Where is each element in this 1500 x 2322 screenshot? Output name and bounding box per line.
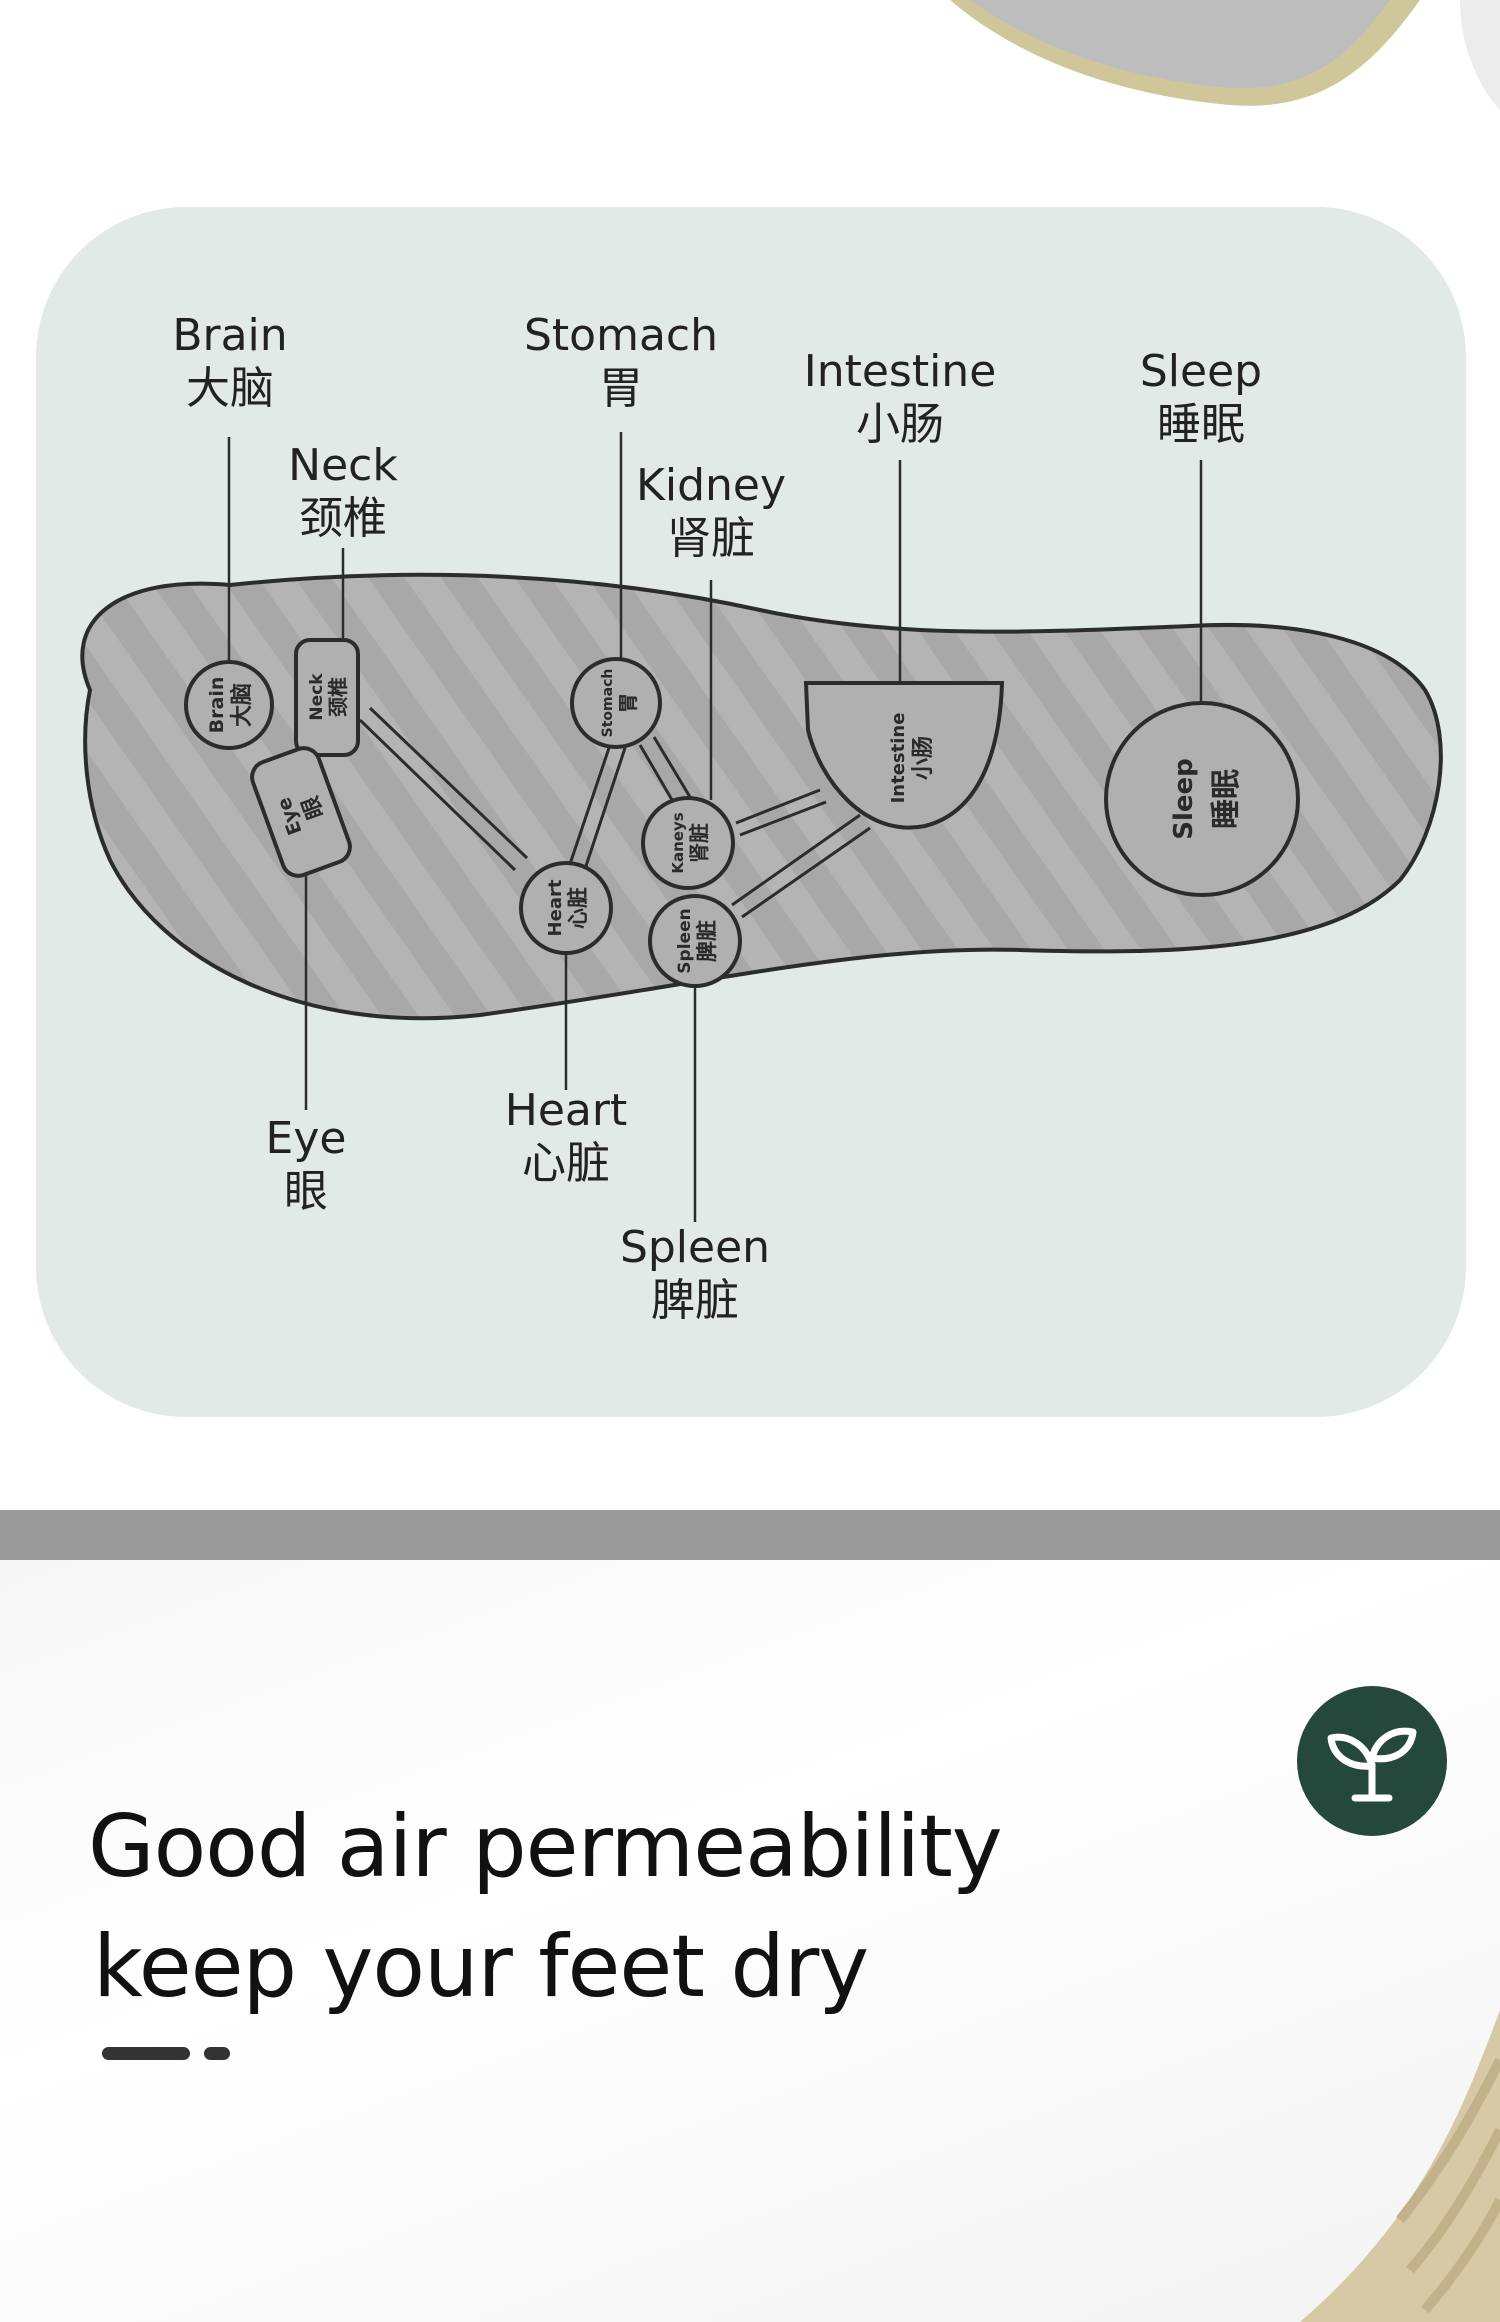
callout-heart-en: Heart xyxy=(504,1085,628,1136)
callout-stomach-zh: 胃 xyxy=(599,362,643,414)
callout-spleen: Spleen 脾脏 xyxy=(585,1222,805,1328)
callout-heart: Heart 心脏 xyxy=(466,1085,666,1191)
callout-eye-zh: 眼 xyxy=(284,1165,328,1217)
spot-eye: Eye 眼 xyxy=(250,746,352,878)
callout-eye: Eye 眼 xyxy=(206,1113,406,1219)
callout-neck-zh: 颈椎 xyxy=(299,492,387,544)
callout-stomach-en: Stomach xyxy=(523,310,718,361)
spot-spleen: Spleen 脾脏 xyxy=(648,894,742,988)
callout-kidney: Kidney 肾脏 xyxy=(591,460,831,566)
spot-sleep-en: Sleep xyxy=(1169,758,1199,840)
callout-sleep: Sleep 睡眠 xyxy=(1081,346,1321,452)
spot-intestine-en: Intestine xyxy=(888,713,909,804)
spot-brain-en: Brain xyxy=(206,677,228,734)
spot-spleen-en: Spleen xyxy=(675,908,695,973)
callout-intestine: Intestine 小肠 xyxy=(770,346,1030,452)
callout-spleen-en: Spleen xyxy=(619,1222,771,1273)
badge xyxy=(1297,1686,1447,1836)
spot-kidney-en: Kaneys xyxy=(669,812,687,873)
spot-stomach: Stomach 胃 xyxy=(570,657,662,749)
callout-intestine-zh: 小肠 xyxy=(856,398,944,450)
spot-spleen-zh: 脾脏 xyxy=(695,920,719,962)
top-sole-fragment xyxy=(950,0,1500,110)
spot-intestine: Intestine 小肠 xyxy=(803,681,1005,830)
accent-dash-long xyxy=(102,2047,190,2060)
callout-brain: Brain 大脑 xyxy=(130,310,330,416)
callout-sleep-zh: 睡眠 xyxy=(1157,398,1245,450)
callout-kidney-zh: 肾脏 xyxy=(667,512,755,564)
spot-kidney: Kaneys 肾脏 xyxy=(641,796,735,890)
spot-neck-zh: 颈椎 xyxy=(326,677,350,717)
callout-intestine-en: Intestine xyxy=(803,346,997,397)
callout-sleep-en: Sleep xyxy=(1139,346,1263,397)
headline-line-2: keep your feet dry xyxy=(93,1917,869,2017)
spot-brain-zh: 大脑 xyxy=(229,683,255,727)
callout-brain-en: Brain xyxy=(172,310,288,361)
spot-heart: Heart 心脏 xyxy=(519,861,613,955)
insole-diagram: Brain 大脑 Neck 颈椎 Eye 眼 Stomach 胃 Kaneys … xyxy=(80,432,1443,1222)
section-divider xyxy=(0,1510,1500,1560)
sprout-icon xyxy=(1327,1727,1417,1802)
spot-kidney-zh: 肾脏 xyxy=(687,823,711,863)
spot-stomach-en: Stomach xyxy=(600,669,616,738)
spot-heart-en: Heart xyxy=(545,879,566,936)
callout-heart-zh: 心脏 xyxy=(522,1137,610,1189)
callout-eye-en: Eye xyxy=(265,1113,347,1164)
callout-stomach: Stomach 胃 xyxy=(491,310,751,416)
feature-section xyxy=(0,1560,1500,2322)
callout-neck-en: Neck xyxy=(288,440,398,491)
bottom-sole-fragment xyxy=(1300,2010,1500,2322)
spot-brain: Brain 大脑 xyxy=(184,660,274,750)
callout-spleen-zh: 脾脏 xyxy=(651,1274,739,1326)
callout-kidney-en: Kidney xyxy=(635,460,786,511)
callout-neck: Neck 颈椎 xyxy=(243,440,443,546)
spot-stomach-zh: 胃 xyxy=(616,693,640,713)
insole-shape xyxy=(80,572,1443,1021)
spot-sleep-zh: 睡眠 xyxy=(1209,769,1244,829)
spot-sleep: Sleep 睡眠 xyxy=(1104,701,1300,897)
headline-line-1: Good air permeability xyxy=(88,1797,1003,1897)
callout-brain-zh: 大脑 xyxy=(186,362,274,414)
spot-heart-zh: 心脏 xyxy=(566,887,590,929)
accent-dash-short xyxy=(204,2047,230,2060)
spot-neck-en: Neck xyxy=(307,673,327,721)
spot-neck: Neck 颈椎 xyxy=(294,638,360,757)
spot-intestine-zh: 小肠 xyxy=(911,736,936,780)
